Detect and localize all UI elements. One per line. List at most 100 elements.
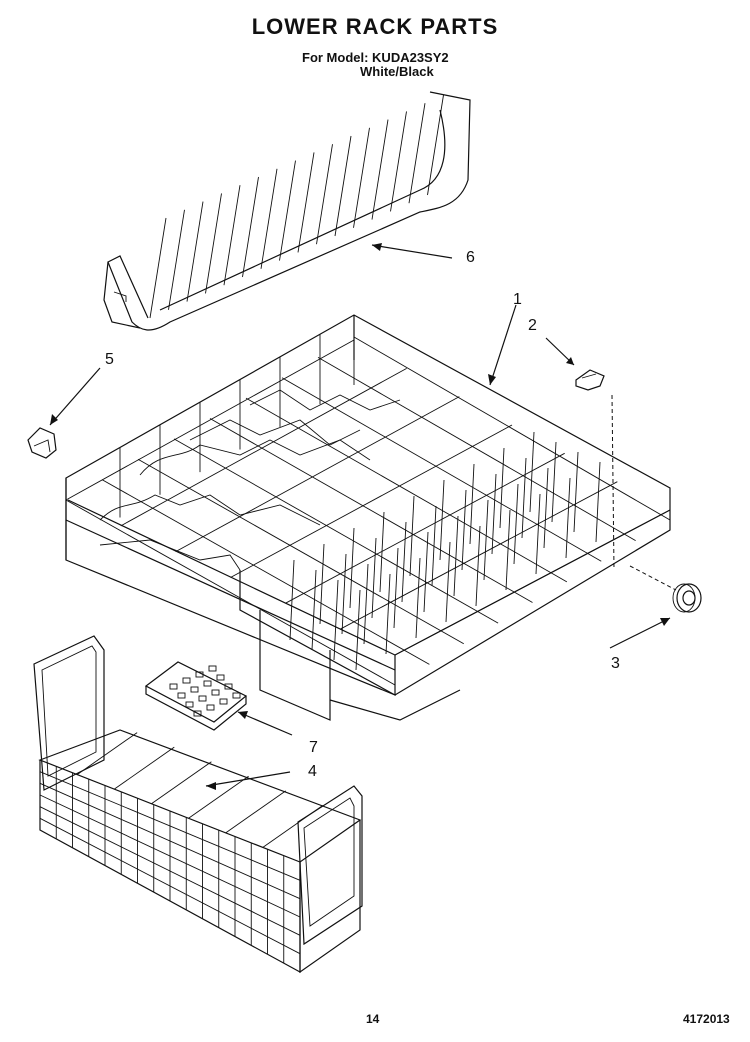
cover-slot xyxy=(216,674,225,681)
cover-slot xyxy=(182,677,191,684)
part-3-wheel xyxy=(629,565,702,613)
tine xyxy=(223,185,241,286)
callout-2: 2 xyxy=(528,317,537,334)
cover-slot xyxy=(177,692,186,699)
rack-tine xyxy=(475,525,481,607)
tine xyxy=(168,209,185,310)
cover-slot xyxy=(224,683,233,690)
rack-tine xyxy=(289,559,295,641)
tine xyxy=(279,160,296,261)
callout-5: 5 xyxy=(105,351,114,368)
rack-tine xyxy=(543,467,549,549)
rack-wire xyxy=(285,452,565,604)
rack-wire xyxy=(281,377,602,562)
rack-tine xyxy=(415,557,421,639)
rack-wire xyxy=(317,356,636,542)
color-line: White/Black xyxy=(360,64,434,79)
tine xyxy=(316,144,333,245)
rack-tine xyxy=(483,499,489,581)
tine xyxy=(260,168,278,269)
leader-lines xyxy=(49,243,671,790)
rack-tine xyxy=(445,541,451,623)
basket-wire xyxy=(39,771,301,881)
rack-tine xyxy=(385,573,391,655)
cover-slot xyxy=(185,701,194,708)
page-number: 14 xyxy=(366,1012,380,1026)
cover-slot xyxy=(198,695,207,702)
model-line: For Model: KUDA23SY2 xyxy=(302,50,449,65)
basket-divider xyxy=(114,746,175,790)
rack-tine xyxy=(401,521,407,603)
rack-tine xyxy=(349,527,355,609)
rack-tine xyxy=(499,447,505,529)
rack-tine xyxy=(341,553,347,635)
cover-slot xyxy=(206,704,215,711)
rack-wire xyxy=(245,397,568,583)
rack-tine xyxy=(491,473,497,555)
tine xyxy=(427,94,444,196)
basket-divider xyxy=(76,732,138,775)
basket-divider xyxy=(188,775,249,819)
rack-tine xyxy=(573,451,579,533)
cover-slot xyxy=(193,710,202,717)
rack-tine xyxy=(453,515,459,597)
cover-slot xyxy=(208,665,217,672)
rack-tine xyxy=(461,489,467,571)
rack-tine xyxy=(409,495,415,577)
rack-tine xyxy=(355,589,361,671)
tine xyxy=(334,135,352,237)
document-number: 4172013 xyxy=(683,1012,730,1026)
rack-tine xyxy=(595,461,601,543)
rack-wire xyxy=(209,418,533,603)
basket-wire xyxy=(39,817,301,955)
rack-wire xyxy=(120,367,407,527)
part-5-clip xyxy=(27,427,57,459)
cover-slot xyxy=(195,671,204,678)
tine xyxy=(408,103,426,204)
rack-wire xyxy=(394,509,671,656)
callout-1: 1 xyxy=(513,291,522,308)
tine xyxy=(297,152,315,253)
callout-6: 6 xyxy=(466,249,475,266)
rack-wire xyxy=(65,499,396,686)
rack-wire xyxy=(101,479,430,665)
rack-tine xyxy=(439,479,445,561)
basket-wire xyxy=(39,782,301,900)
rack-tine xyxy=(551,441,557,523)
cover-slot xyxy=(203,680,212,687)
tine xyxy=(205,193,222,294)
part-1-lower-rack xyxy=(65,314,671,721)
rack-tine xyxy=(379,511,385,593)
cover-slot xyxy=(169,683,178,690)
tine xyxy=(390,111,407,212)
tine xyxy=(371,119,389,220)
part-7-cover xyxy=(144,661,248,731)
rack-tine xyxy=(311,569,317,651)
rack-wire xyxy=(137,458,464,645)
cover-slot xyxy=(219,698,228,705)
cover-slot xyxy=(232,692,241,699)
cover-slot xyxy=(211,689,220,696)
basket-divider xyxy=(262,805,324,848)
rack-wire xyxy=(65,339,355,501)
cover-slot xyxy=(190,686,199,693)
callout-7: 7 xyxy=(309,739,318,756)
tine xyxy=(149,217,167,319)
rack-tine xyxy=(521,457,527,539)
callout-3: 3 xyxy=(611,655,620,672)
callout-4: 4 xyxy=(308,763,317,780)
rack-tine xyxy=(513,483,519,565)
tine xyxy=(186,201,204,302)
basket-wire xyxy=(39,806,301,936)
part-2-clip xyxy=(575,369,615,571)
basket-divider xyxy=(225,790,286,834)
rack-tine xyxy=(535,493,541,575)
rack-tine xyxy=(363,563,369,645)
rack-tine xyxy=(469,463,475,545)
rack-wire xyxy=(175,396,460,553)
rack-wire xyxy=(353,336,671,521)
rack-tine xyxy=(565,477,571,559)
page-title: LOWER RACK PARTS xyxy=(251,14,499,39)
rack-tine xyxy=(319,543,325,625)
